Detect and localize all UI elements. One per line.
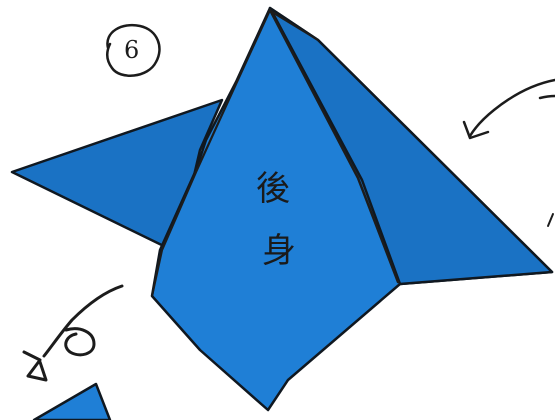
step-marker: 6	[107, 25, 159, 76]
looping-fold-arrow-icon	[24, 286, 122, 380]
main-body-panel	[152, 8, 552, 410]
step-number-text: 6	[124, 36, 139, 64]
body-label-line-1: 後	[256, 169, 290, 209]
body-label-line-2: 身	[262, 231, 296, 271]
next-step-paper-fragment	[34, 384, 110, 420]
